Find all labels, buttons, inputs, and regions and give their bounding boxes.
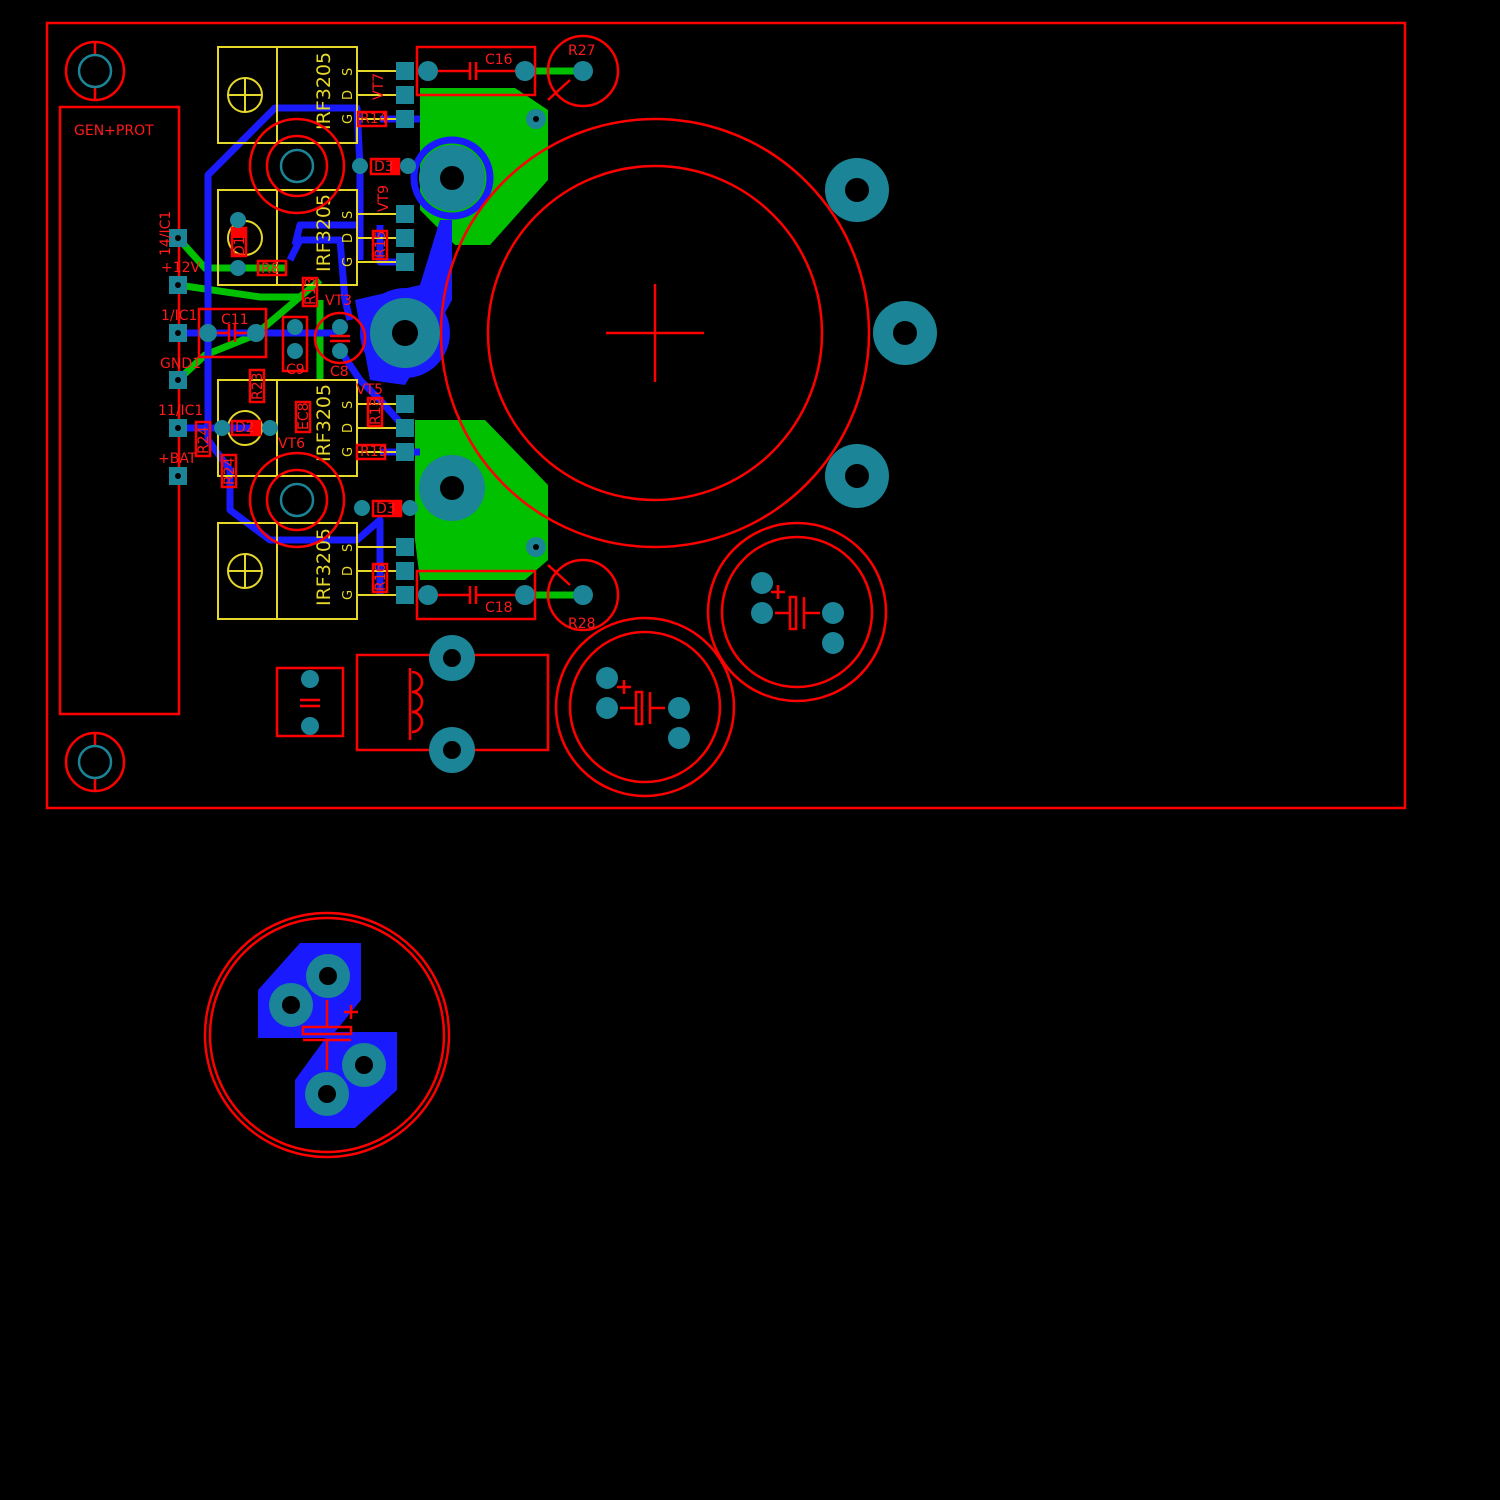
- transistor-vt7: IRF3205 S D G VT7: [217, 46, 400, 144]
- component-label: VT9: [376, 185, 392, 212]
- component-label: G: [341, 590, 356, 600]
- board-outline: [45, 21, 1407, 810]
- component-label: S: [341, 401, 356, 409]
- component-label: VT6: [278, 436, 305, 452]
- power-pads: [370, 109, 937, 557]
- component-label: IRF3205: [313, 52, 335, 130]
- component-label: D: [341, 423, 356, 433]
- component-label: C8: [330, 364, 349, 380]
- component-label: IRF3205: [313, 528, 335, 606]
- component-label: VT5: [356, 382, 383, 398]
- connector-pads: 14/IC1 +12V 1/IC1 GND1 11/IC1 +BAT: [158, 211, 203, 485]
- component-label: R27: [568, 43, 596, 59]
- component-label: D3: [376, 501, 396, 517]
- component-label: R16: [373, 563, 389, 591]
- component-label: IRF3205: [313, 384, 335, 462]
- component-label: R8: [261, 261, 280, 277]
- component-label: C18: [485, 600, 513, 616]
- component-label: 1/IC1: [161, 308, 197, 324]
- component-label: D: [341, 233, 356, 243]
- component-label: R14: [360, 111, 388, 127]
- component-label: +BAT: [158, 451, 197, 467]
- component-label: S: [341, 544, 356, 552]
- component-label: D: [341, 566, 356, 576]
- electrolytic-cap-1: [554, 616, 736, 798]
- component-label: G: [341, 447, 356, 457]
- component-label: D: [341, 90, 356, 100]
- component-label: VT3: [325, 293, 352, 309]
- main-capacitor: [439, 117, 871, 549]
- electrolytic-cap-2: [706, 521, 888, 703]
- module-label: GEN+PROT: [74, 123, 154, 139]
- component-label: 14/IC1: [158, 211, 174, 256]
- component-label: IRF3205: [313, 194, 335, 272]
- component-label: GND1: [160, 356, 201, 372]
- mounting-hole-top: [64, 40, 126, 102]
- small-capacitor: [275, 666, 345, 738]
- transistor-vt9: IRF3205 S D G VT9: [217, 185, 400, 286]
- component-label: R28: [568, 616, 596, 632]
- component-label: R24: [196, 426, 212, 454]
- component-label: +12V: [161, 260, 201, 276]
- component-label: 11/IC1: [158, 403, 203, 419]
- transistor-vt6: IRF3205 S D G: [217, 522, 400, 620]
- component-label: C9: [286, 362, 305, 378]
- screw-ring-top: [248, 117, 346, 215]
- inductor: [355, 635, 550, 773]
- small-components: C16 R27 C18 R28 C11 C9 C8 VT3 D3 D3 D1: [194, 34, 620, 632]
- component-label: R23: [250, 372, 266, 400]
- component-label: EC8: [296, 402, 312, 430]
- component-label: R13: [303, 277, 319, 305]
- component-label: D1: [232, 236, 248, 256]
- component-label: VT7: [371, 73, 387, 100]
- component-label: S: [341, 68, 356, 76]
- component-label: S: [341, 211, 356, 219]
- component-label: D3: [374, 159, 394, 175]
- component-label: C16: [485, 52, 513, 68]
- component-label: R24: [222, 457, 238, 485]
- screw-ring-bottom: [248, 451, 346, 549]
- bottom-capacitor: [203, 911, 451, 1159]
- transistor-pads: [396, 62, 414, 604]
- mounting-hole-bottom: [64, 731, 126, 793]
- component-label: R15: [373, 230, 389, 258]
- component-label: C11: [221, 312, 249, 328]
- component-label: G: [341, 257, 356, 267]
- component-label: D2: [235, 420, 255, 436]
- gen-prot-module: [58, 105, 181, 716]
- component-label: G: [341, 114, 356, 124]
- component-label: R19: [360, 444, 388, 460]
- component-label: R18: [368, 397, 384, 425]
